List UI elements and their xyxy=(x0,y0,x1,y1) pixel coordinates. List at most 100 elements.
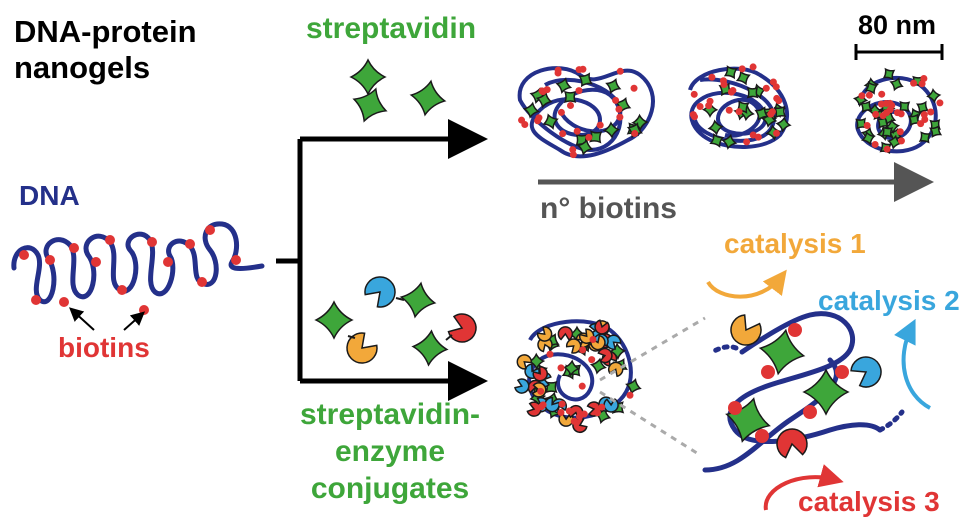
biotin-dot-icon xyxy=(91,257,101,267)
enzyme-nanogel-decorations xyxy=(514,319,642,433)
biotin-dot-icon xyxy=(708,73,716,81)
biotin-dot-icon xyxy=(626,391,634,399)
enzyme-pacman-icon xyxy=(850,356,882,388)
biotin-dot-icon xyxy=(537,403,545,411)
linker xyxy=(347,335,356,339)
biotin-dot-icon xyxy=(163,257,173,267)
streptavidin-icon xyxy=(775,116,792,133)
streptavidin-icon xyxy=(773,105,787,119)
biotin-dot-icon xyxy=(872,110,880,118)
enzyme-pacman-icon xyxy=(594,319,610,335)
biotin-dot-icon xyxy=(596,121,604,129)
dna-label: DNA xyxy=(19,180,80,211)
biotin-dot-icon xyxy=(761,365,775,379)
streptavidin-icon xyxy=(802,368,850,416)
biotin-dot-icon xyxy=(579,346,587,354)
biotin-dot-icon xyxy=(897,137,905,145)
biotin-dot-icon xyxy=(896,128,904,136)
biotin-dot-icon xyxy=(546,350,554,358)
biotin-pointers xyxy=(69,307,145,331)
streptavidin-icon xyxy=(926,88,942,104)
enzyme-pacman-icon xyxy=(557,326,574,341)
biotin-dot-icon xyxy=(147,237,157,247)
streptavidin-icon xyxy=(915,100,930,114)
conjugates-label: streptavidin- enzyme conjugates xyxy=(300,396,480,507)
biotin-dot-icon xyxy=(738,65,746,73)
biotin-dot-icon xyxy=(735,108,743,116)
conjugates-line-1: streptavidin- xyxy=(300,398,481,431)
linker xyxy=(395,297,405,301)
biotin-dot-icon xyxy=(773,129,781,137)
enzyme-pacman-icon xyxy=(776,428,808,459)
streptavidin-icon xyxy=(723,65,738,80)
biotin-dot-icon xyxy=(910,79,918,87)
streptavidin-icon xyxy=(631,113,649,132)
biotin-dot-icon xyxy=(559,130,567,138)
enzyme-pacman-icon xyxy=(730,314,762,346)
streptavidin-icon xyxy=(602,121,621,139)
biotin-dot-icon xyxy=(696,103,704,111)
conjugates-line-2: enzyme xyxy=(334,435,446,468)
streptavidin-label: streptavidin xyxy=(306,12,477,45)
streptavidin-icon xyxy=(411,329,449,367)
streptavidin-icon xyxy=(542,113,559,130)
streptavidin-icon xyxy=(563,90,577,104)
biotin-dot-icon xyxy=(897,110,905,118)
streptavidin-icon xyxy=(562,359,581,377)
biotin-dots xyxy=(19,225,241,315)
enzyme-pacman-icon xyxy=(514,378,530,394)
nanogel-decorations xyxy=(518,63,944,159)
streptavidin-icon xyxy=(754,106,769,121)
zoom-detail-decorations xyxy=(725,314,882,459)
biotin-dot-icon xyxy=(858,92,866,100)
biotin-dot-icon xyxy=(105,235,115,245)
biotin-dot-icon xyxy=(557,409,565,417)
biotin-dot-icon xyxy=(45,255,55,265)
streptavidin-icon xyxy=(855,117,868,130)
biotin-dot-icon xyxy=(585,133,593,141)
scale-bar xyxy=(854,44,944,60)
biotin-dot-icon xyxy=(720,81,728,89)
scale-bar-label: 80 nm xyxy=(858,10,937,40)
biotin-dot-icon xyxy=(557,364,565,372)
biotin-dot-icon xyxy=(743,138,751,146)
biotin-dot-icon xyxy=(589,336,597,344)
biotin-dot-icon xyxy=(762,84,770,92)
biotin-dot-icon xyxy=(927,108,935,116)
streptavidin-icon xyxy=(881,126,894,138)
biotins-label: biotins xyxy=(58,332,150,363)
linker xyxy=(445,334,453,341)
biotin-dot-icon xyxy=(883,145,891,153)
biotin-dot-icon xyxy=(630,84,638,92)
streptavidin-icon xyxy=(721,133,738,150)
streptavidin-icon xyxy=(399,281,437,319)
enzyme-pacman-icon xyxy=(532,366,548,382)
biotin-dot-icon xyxy=(769,78,777,86)
streptavidin-icon xyxy=(886,134,903,150)
branch-arrows xyxy=(276,119,488,401)
biotin-dot-icon xyxy=(197,277,207,287)
biotin-dot-icon xyxy=(882,99,890,107)
biotin-dot-icon xyxy=(117,285,127,295)
biotin-dot-icon xyxy=(788,323,802,337)
biotin-dot-icon xyxy=(557,108,565,116)
streptavidin-icon xyxy=(578,72,593,88)
biotin-dot-icon xyxy=(538,87,546,95)
biotin-dot-icon xyxy=(728,401,742,415)
biotin-dot-icon xyxy=(803,405,817,419)
biotin-dot-icon xyxy=(920,111,928,119)
streptavidin-icon xyxy=(861,130,876,146)
zoom-lines xyxy=(599,316,706,457)
streptavidin-icon xyxy=(707,119,724,136)
biotin-dot-icon xyxy=(593,409,601,417)
streptavidin-icon xyxy=(625,378,642,395)
enzyme-pacman-icon xyxy=(346,332,378,364)
biotin-dot-icon xyxy=(725,106,733,114)
streptavidin-icon xyxy=(527,352,546,371)
biotin-dot-icon xyxy=(871,140,879,148)
biotin-dot-icon xyxy=(888,101,896,109)
biotin-dot-icon xyxy=(616,113,624,121)
streptavidin-icon xyxy=(605,77,622,95)
biotin-dot-icon xyxy=(558,400,566,408)
biotin-dot-icon xyxy=(573,127,581,135)
